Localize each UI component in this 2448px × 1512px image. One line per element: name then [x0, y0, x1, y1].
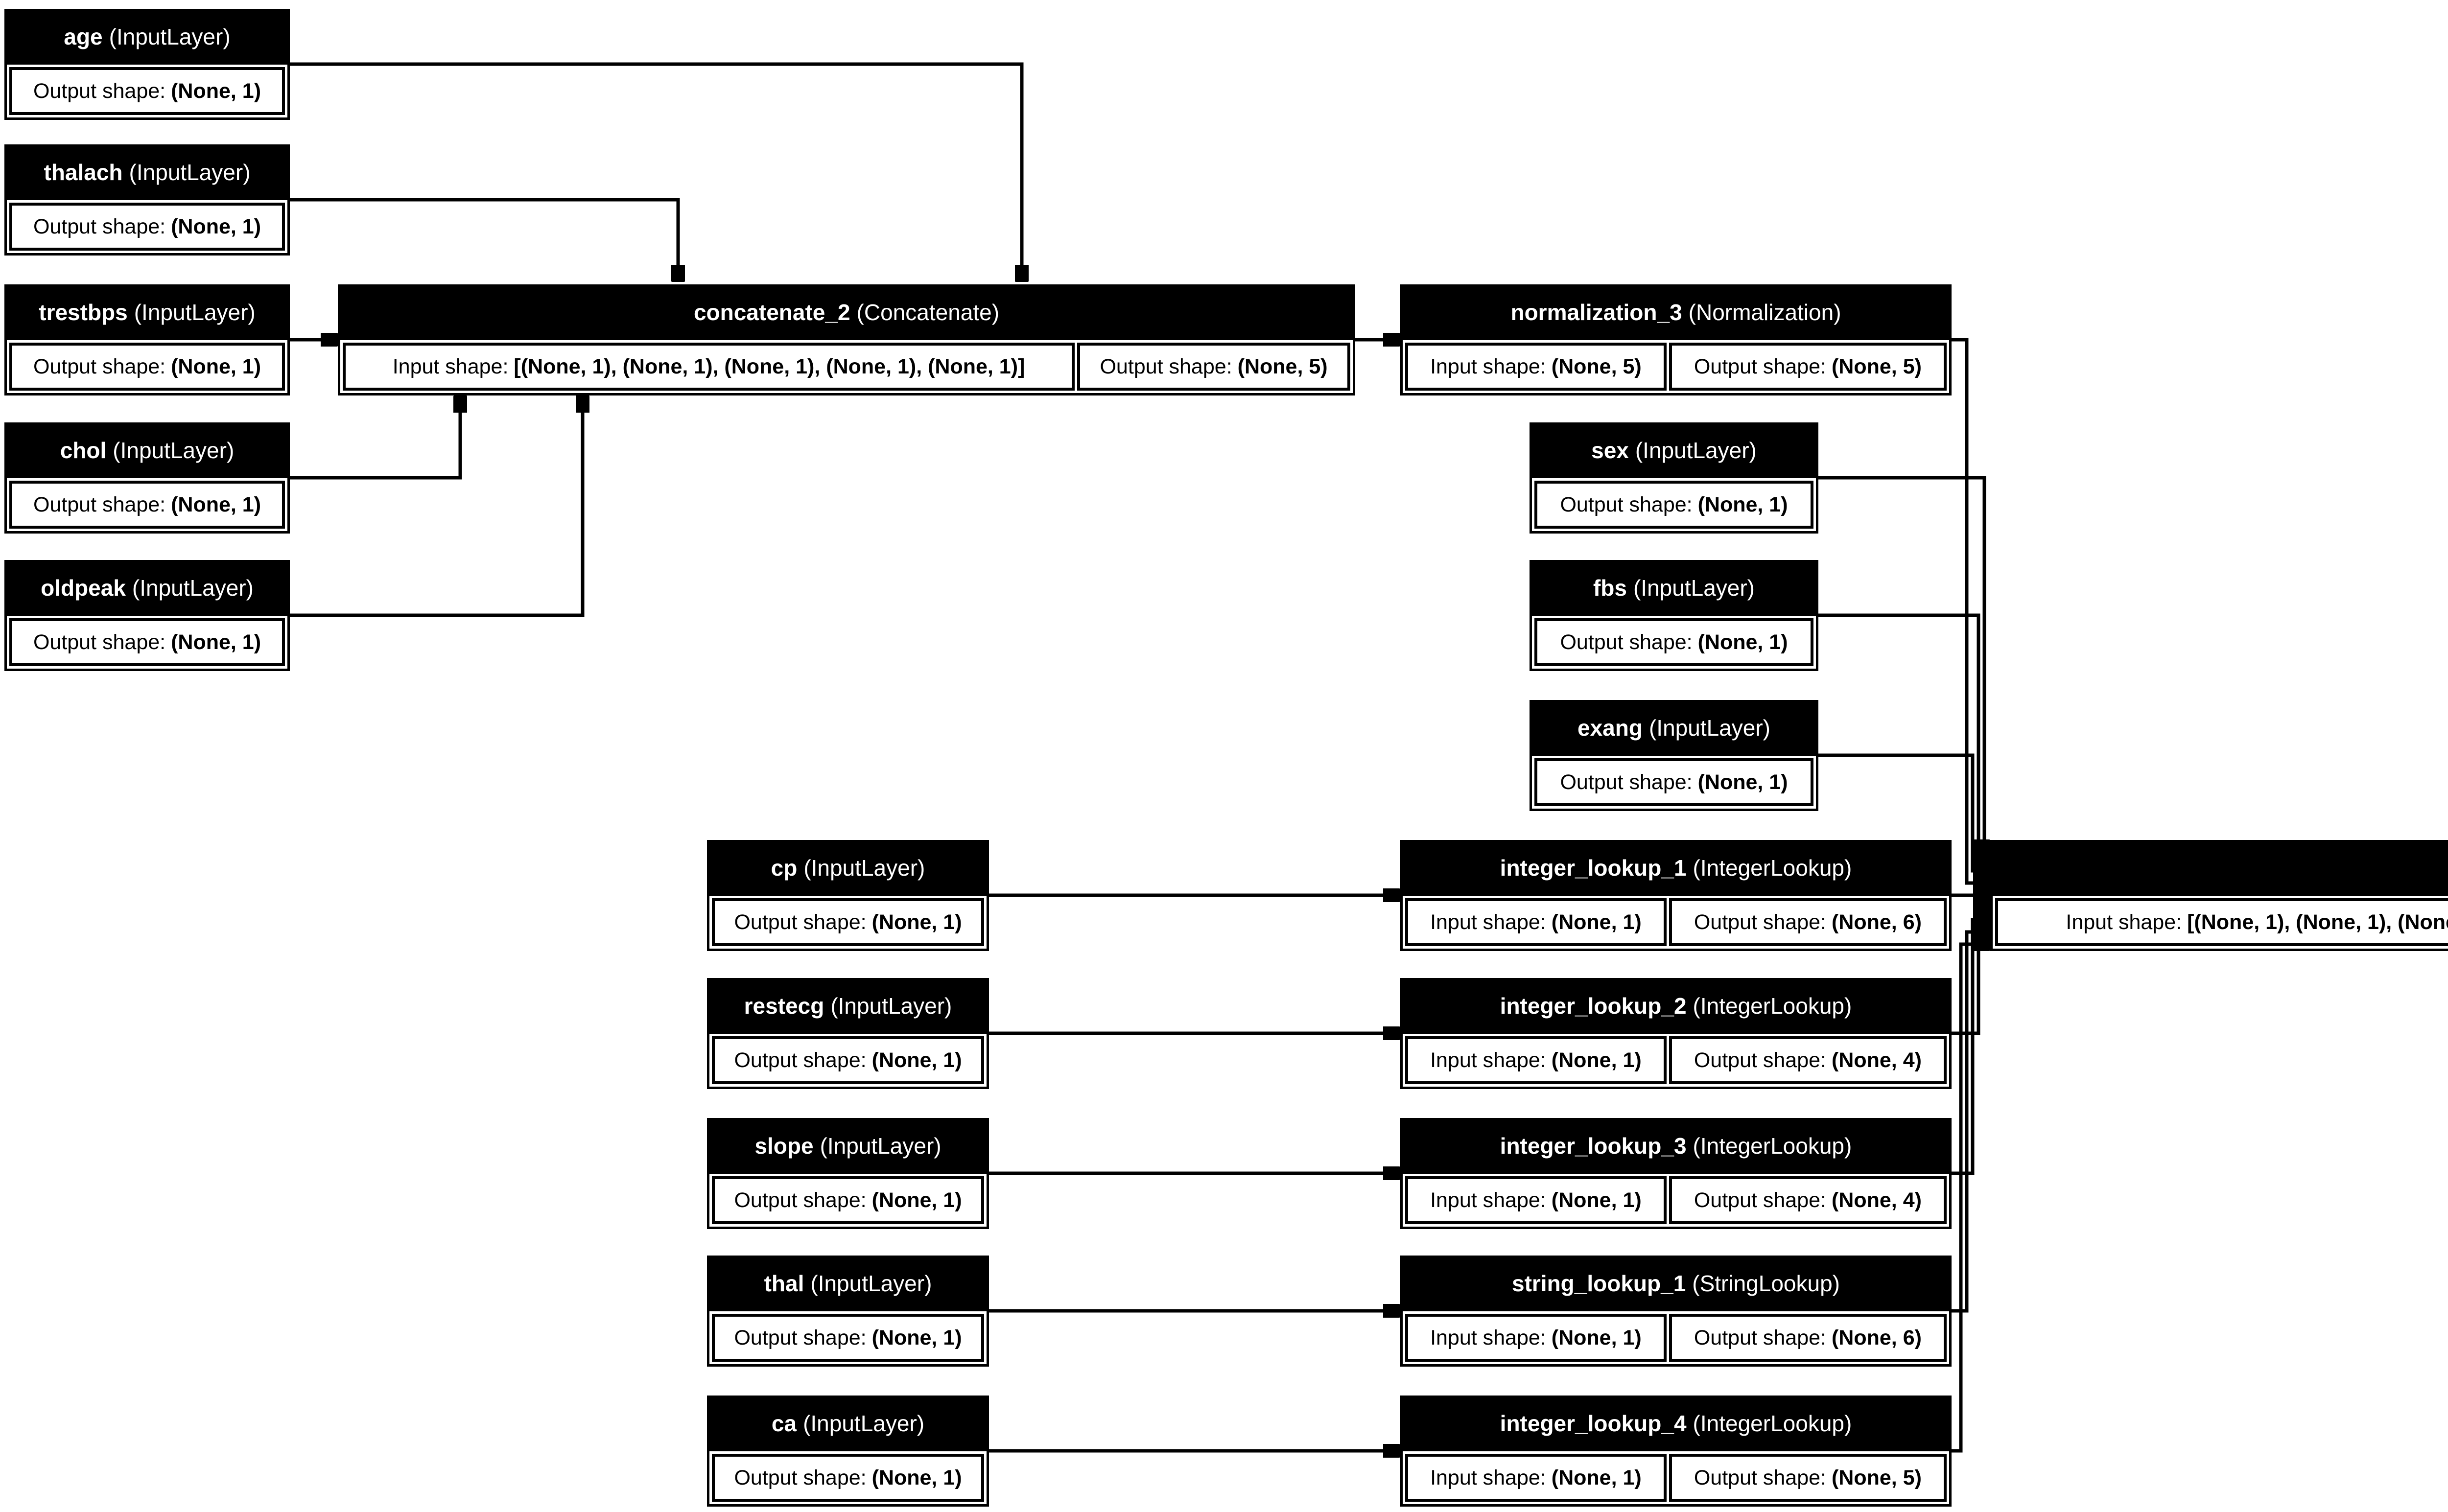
node-integer_lookup_2-output-shape: Output shape:(None, 4)	[1669, 1036, 1947, 1084]
node-oldpeak: oldpeak(InputLayer) Output shape:(None, …	[4, 560, 290, 671]
edge-fbs-to-concatenate_3	[1818, 613, 1990, 859]
node-integer_lookup_2: integer_lookup_2(IntegerLookup) Input sh…	[1400, 978, 1952, 1089]
node-exang: exang(InputLayer) Output shape:(None, 1)	[1530, 700, 1818, 811]
node-age-title: age(InputLayer)	[64, 24, 231, 49]
node-integer_lookup_4-title: integer_lookup_4(IntegerLookup)	[1500, 1411, 1852, 1436]
edge-age-to-concatenate_2	[290, 62, 1022, 282]
node-fbs-title: fbs(InputLayer)	[1593, 575, 1755, 601]
node-trestbps-output-shape: Output shape:(None, 1)	[9, 343, 285, 391]
node-chol: chol(InputLayer) Output shape:(None, 1)	[4, 422, 290, 534]
node-sex-output-shape: Output shape:(None, 1)	[1534, 481, 1813, 529]
node-oldpeak-output-shape: Output shape:(None, 1)	[9, 618, 285, 666]
node-normalization_3-output-shape: Output shape:(None, 5)	[1669, 343, 1947, 391]
edge-integer_lookup_4-to-concatenate_3	[1952, 944, 1990, 1453]
node-integer_lookup_1: integer_lookup_1(IntegerLookup) Input sh…	[1400, 840, 1952, 951]
edge-exang-to-concatenate_3	[1818, 753, 1990, 871]
node-restecg-title: restecg(InputLayer)	[744, 993, 952, 1019]
node-integer_lookup_1-input-shape: Input shape:(None, 1)	[1405, 898, 1667, 946]
node-slope: slope(InputLayer) Output shape:(None, 1)	[707, 1118, 989, 1229]
node-integer_lookup_1-output-shape: Output shape:(None, 6)	[1669, 898, 1947, 946]
node-string_lookup_1-output-shape: Output shape:(None, 6)	[1669, 1314, 1947, 1362]
node-exang-output-shape: Output shape:(None, 1)	[1534, 758, 1813, 806]
edge-normalization_3-to-concatenate_3	[1952, 338, 1990, 883]
node-cp: cp(InputLayer) Output shape:(None, 1)	[707, 840, 989, 951]
node-concatenate_2-title: concatenate_2(Concatenate)	[693, 300, 1000, 325]
node-restecg: restecg(InputLayer) Output shape:(None, …	[707, 978, 989, 1089]
node-thal-output-shape: Output shape:(None, 1)	[712, 1314, 984, 1362]
node-fbs: fbs(InputLayer) Output shape:(None, 1)	[1530, 560, 1818, 671]
node-chol-output-shape: Output shape:(None, 1)	[9, 481, 285, 529]
node-ca-title: ca(InputLayer)	[771, 1411, 925, 1436]
node-concatenate_2-input-shape: Input shape:[(None, 1), (None, 1), (None…	[343, 343, 1075, 391]
node-normalization_3-title: normalization_3(Normalization)	[1510, 300, 1841, 325]
node-trestbps: trestbps(InputLayer) Output shape:(None,…	[4, 284, 290, 395]
node-integer_lookup_3-input-shape: Input shape:(None, 1)	[1405, 1176, 1667, 1224]
node-thal-title: thal(InputLayer)	[764, 1271, 932, 1296]
node-thal: thal(InputLayer) Output shape:(None, 1)	[707, 1256, 989, 1367]
edge-oldpeak-to-concatenate_2	[290, 395, 583, 617]
node-normalization_3-input-shape: Input shape:(None, 5)	[1405, 343, 1667, 391]
node-chol-title: chol(InputLayer)	[60, 438, 235, 463]
node-thalach-title: thalach(InputLayer)	[44, 160, 251, 185]
node-slope-title: slope(InputLayer)	[754, 1133, 942, 1159]
node-sex: sex(InputLayer) Output shape:(None, 1)	[1530, 422, 1818, 534]
edge-chol-to-concatenate_2	[290, 395, 460, 480]
edge-integer_lookup_3-to-concatenate_3	[1952, 920, 1990, 1175]
node-integer_lookup_4: integer_lookup_4(IntegerLookup) Input sh…	[1400, 1396, 1952, 1507]
node-concatenate_3: concatenate_3(Concatenate) Input shape:[…	[1990, 840, 2448, 951]
node-integer_lookup_2-title: integer_lookup_2(IntegerLookup)	[1500, 993, 1852, 1019]
node-exang-title: exang(InputLayer)	[1577, 715, 1770, 741]
node-trestbps-title: trestbps(InputLayer)	[39, 300, 256, 325]
node-normalization_3: normalization_3(Normalization) Input sha…	[1400, 284, 1952, 395]
node-string_lookup_1-input-shape: Input shape:(None, 1)	[1405, 1314, 1667, 1362]
node-concatenate_3-input-shape: Input shape:[(None, 1), (None, 1), (None…	[1995, 898, 2448, 946]
node-string_lookup_1-title: string_lookup_1(StringLookup)	[1511, 1271, 1840, 1296]
node-cp-output-shape: Output shape:(None, 1)	[712, 898, 984, 946]
node-integer_lookup_4-input-shape: Input shape:(None, 1)	[1405, 1454, 1667, 1502]
node-ca-output-shape: Output shape:(None, 1)	[712, 1454, 984, 1502]
node-slope-output-shape: Output shape:(None, 1)	[712, 1176, 984, 1224]
edge-thalach-to-concatenate_2	[290, 198, 678, 282]
node-integer_lookup_4-output-shape: Output shape:(None, 5)	[1669, 1454, 1947, 1502]
node-restecg-output-shape: Output shape:(None, 1)	[712, 1036, 984, 1084]
node-concatenate_3-title: concatenate_3(Concatenate)	[1990, 840, 2448, 896]
node-integer_lookup_3-title: integer_lookup_3(IntegerLookup)	[1500, 1133, 1852, 1159]
node-age: age(InputLayer) Output shape:(None, 1)	[4, 9, 290, 120]
node-integer_lookup_3-output-shape: Output shape:(None, 4)	[1669, 1176, 1947, 1224]
node-integer_lookup_3: integer_lookup_3(IntegerLookup) Input sh…	[1400, 1118, 1952, 1229]
node-thalach: thalach(InputLayer) Output shape:(None, …	[4, 144, 290, 256]
node-cp-title: cp(InputLayer)	[771, 855, 925, 881]
node-sex-title: sex(InputLayer)	[1591, 438, 1757, 463]
node-ca: ca(InputLayer) Output shape:(None, 1)	[707, 1396, 989, 1507]
node-string_lookup_1: string_lookup_1(StringLookup) Input shap…	[1400, 1256, 1952, 1367]
node-concatenate_2-output-shape: Output shape:(None, 5)	[1077, 343, 1350, 391]
node-concatenate_2: concatenate_2(Concatenate) Input shape:[…	[338, 284, 1355, 395]
node-integer_lookup_2-input-shape: Input shape:(None, 1)	[1405, 1036, 1667, 1084]
node-thalach-output-shape: Output shape:(None, 1)	[9, 203, 285, 251]
node-oldpeak-title: oldpeak(InputLayer)	[41, 575, 254, 601]
node-fbs-output-shape: Output shape:(None, 1)	[1534, 618, 1813, 666]
node-age-output-shape: Output shape:(None, 1)	[9, 67, 285, 115]
edge-sex-to-concatenate_3	[1818, 476, 1990, 846]
node-integer_lookup_1-title: integer_lookup_1(IntegerLookup)	[1500, 855, 1852, 881]
